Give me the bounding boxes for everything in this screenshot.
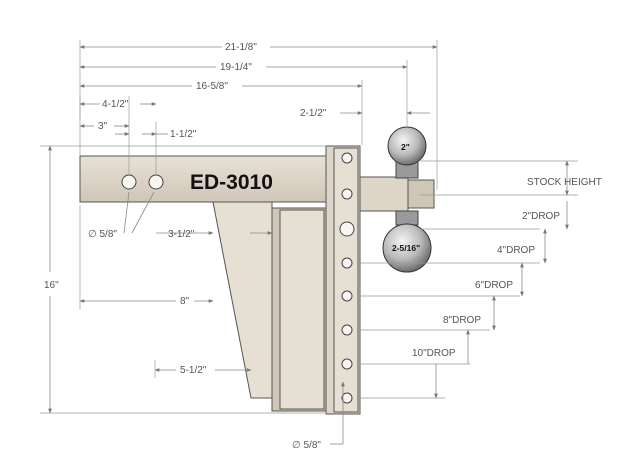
ball-mount-end [407, 179, 435, 209]
receiver-hole [341, 152, 353, 164]
label-10-drop: 10"DROP [412, 348, 456, 359]
ball-mount-block [359, 176, 409, 212]
gusset [212, 201, 273, 399]
label-2-drop: 2"DROP [522, 211, 560, 222]
receiver-hole [341, 257, 353, 269]
receiver-hole [341, 290, 353, 302]
drop-dimensions: STOCK HEIGHT 2"DROP 4"DROP 6"DROP 8"DROP… [360, 160, 602, 399]
receiver-hole [341, 188, 353, 200]
shank-pin-hole-2 [148, 174, 164, 190]
lower-dimensions: 8" 5-1/2" 16" ∅ 5/8" [40, 145, 345, 451]
receiver-holes [339, 152, 355, 404]
receiver-hole [341, 324, 353, 336]
dim-3-1-2: 3-1/2" [168, 229, 195, 240]
bottom-ball-neck [395, 210, 419, 226]
top-ball [387, 126, 427, 166]
label-8-drop: 8"DROP [443, 315, 481, 326]
dim-16-height: 16" [44, 280, 59, 291]
dim-4-1-2: 4-1/2" [102, 99, 129, 110]
bottom-ball-size: 2-5/16" [392, 243, 420, 253]
dim-3: 3" [98, 121, 108, 132]
label-stock-height: STOCK HEIGHT [527, 177, 602, 188]
dim-8: 8" [180, 296, 190, 307]
dim-16-5-8: 16-5/8" [196, 81, 228, 92]
dim-5-1-2: 5-1/2" [180, 365, 207, 376]
dim-21-1-8: 21-1/8" [225, 42, 257, 53]
dim-19-1-4: 19-1/4" [220, 62, 252, 73]
model-number: ED-3010 [190, 171, 273, 194]
overall-dimensions: 21-1/8" 19-1/4" 16-5/8" 2-1/2" [79, 40, 438, 190]
dim-2-1-2: 2-1/2" [300, 108, 327, 119]
label-6-drop: 6"DROP [475, 280, 513, 291]
dim-hole-diameter: ∅ 5/8" [88, 229, 117, 240]
receiver-bar-face [333, 147, 359, 413]
drop-leg-face [279, 209, 325, 410]
hole-dimensions: 4-1/2" 3" 1-1/2" ∅ 5/8" 3-1/2" [79, 96, 273, 240]
receiver-hole [339, 221, 355, 237]
dim-1-1-2: 1-1/2" [170, 129, 197, 140]
hitch-part: ED-3010 2" 2-5/16" [79, 126, 435, 415]
shank-pin-hole-1 [121, 174, 137, 190]
shank [79, 155, 327, 203]
receiver-hole [341, 358, 353, 370]
receiver-hole [341, 392, 353, 404]
label-4-drop: 4"DROP [497, 245, 535, 256]
bottom-ball [382, 223, 432, 273]
dim-receiver-hole-diameter: ∅ 5/8" [292, 440, 321, 451]
top-ball-size: 2" [401, 142, 410, 152]
